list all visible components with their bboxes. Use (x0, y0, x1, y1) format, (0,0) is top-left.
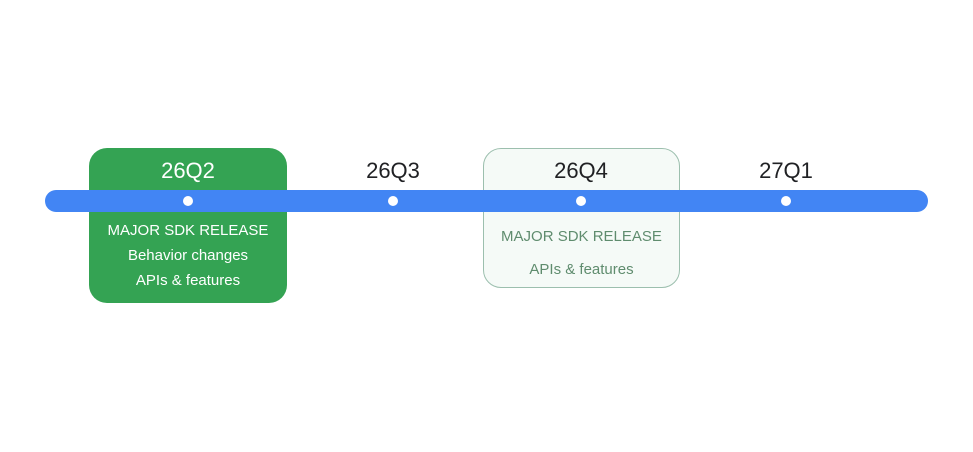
milestone-card-26q2[interactable] (89, 148, 287, 303)
timeline-marker-27q1[interactable] (781, 196, 791, 206)
quarter-label-26q4: 26Q4 (554, 158, 608, 183)
timeline-marker-26q2[interactable] (183, 196, 193, 206)
milestone-details-26q4: MAJOR SDK RELEASE APIs & features (483, 220, 680, 286)
quarter-label-26q2: 26Q2 (161, 158, 215, 183)
detail-line-behavior: Behavior changes (127, 247, 249, 264)
timeline-rail (45, 190, 928, 212)
detail-line-release: MAJOR SDK RELEASE (501, 228, 662, 245)
detail-line-apis: APIs & features (135, 272, 241, 289)
timeline-marker-26q3[interactable] (388, 196, 398, 206)
detail-line-apis: APIs & features (529, 261, 634, 278)
detail-line-release: MAJOR SDK RELEASE (107, 222, 269, 239)
quarter-label-26q3: 26Q3 (366, 158, 420, 183)
timeline-marker-26q4[interactable] (576, 196, 586, 206)
milestone-card-26q4[interactable] (483, 148, 680, 288)
milestone-details-26q2: MAJOR SDK RELEASE Behavior changes APIs … (89, 218, 287, 293)
quarter-label-27q1: 27Q1 (759, 158, 813, 183)
